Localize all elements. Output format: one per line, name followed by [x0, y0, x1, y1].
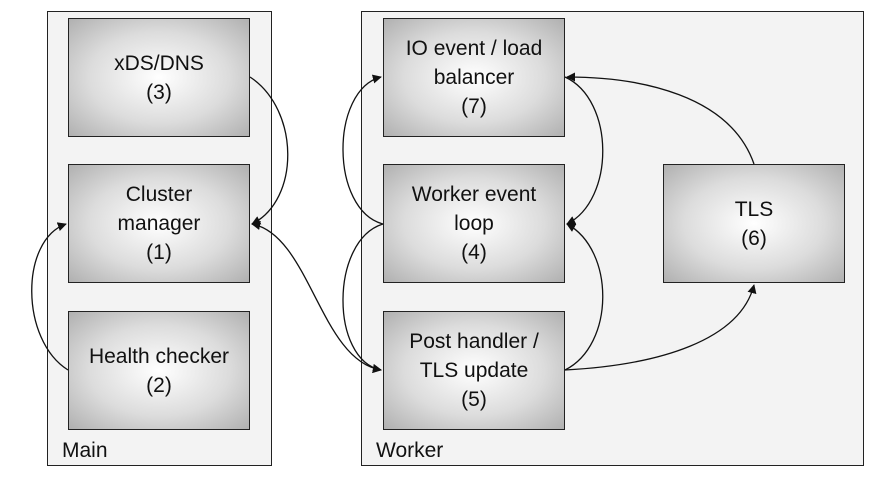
main-label: Main: [62, 439, 108, 462]
arrow-tls-to-io: [566, 72, 755, 165]
tls-number: (6): [741, 226, 767, 250]
arrow-post-to-tls: [564, 284, 757, 371]
health-checker-number: (2): [146, 373, 172, 397]
cluster-manager-number: (1): [146, 241, 172, 264]
worker-event-loop-title-2: loop: [454, 212, 494, 235]
arrow-loop-to-io: [342, 74, 384, 225]
worker-event-loop-box: Worker event loop (4): [383, 164, 565, 283]
arrow-io-to-loop: [564, 76, 604, 225]
worker-label: Worker: [376, 439, 444, 462]
health-checker-box: Health checker (2): [68, 311, 250, 430]
xds-dns-box: xDS/DNS (3): [68, 18, 250, 137]
io-event-title-2: balancer: [433, 66, 515, 89]
post-handler-title-2: TLS update: [419, 359, 529, 382]
io-event-box: IO event / load balancer (7): [383, 18, 565, 137]
xds-dns-title: xDS/DNS: [114, 51, 204, 75]
xds-dns-number: (3): [146, 80, 172, 104]
arrow-post-to-loop: [564, 223, 604, 371]
post-handler-box: Post handler / TLS update (5): [383, 311, 565, 430]
cluster-manager-box: Cluster manager (1): [68, 164, 250, 283]
cluster-manager-title-1: Cluster: [125, 183, 193, 206]
io-event-title-1: IO event / load: [405, 37, 543, 60]
worker-event-loop-title-1: Worker event: [411, 183, 537, 206]
arrow-cluster-post: [251, 221, 382, 374]
io-event-number: (7): [461, 95, 487, 118]
post-handler-number: (5): [461, 388, 487, 411]
arrow-xds-to-cluster: [249, 76, 289, 225]
arrow-health-to-cluster: [31, 222, 69, 371]
tls-box: TLS (6): [663, 164, 845, 283]
post-handler-title-1: Post handler /: [409, 330, 539, 353]
health-checker-title: Health checker: [88, 344, 230, 368]
arrow-loop-to-post: [342, 223, 384, 373]
cluster-manager-title-2: manager: [117, 212, 201, 235]
worker-event-loop-number: (4): [461, 241, 487, 264]
tls-title: TLS: [734, 197, 774, 221]
